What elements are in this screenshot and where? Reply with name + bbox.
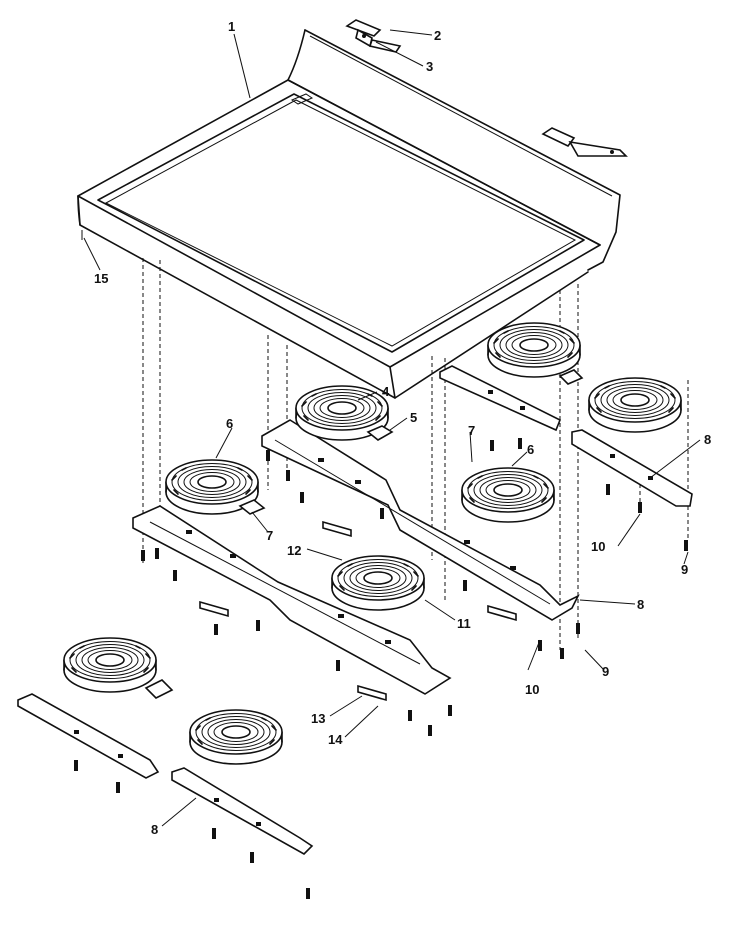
callout-14: 14: [328, 732, 343, 747]
callout-2: 2: [434, 28, 441, 43]
clip-mid: [322, 521, 352, 537]
callout-7a: 7: [266, 528, 273, 543]
callout-10a: 10: [591, 539, 605, 554]
callout-9b: 9: [602, 664, 609, 679]
burner-lower-left: [63, 637, 157, 693]
callout-4: 4: [382, 384, 390, 399]
callouts: 1 2 3 4 5 6 6 7 7 8 8 8 9 9 10 10 11 12 …: [94, 19, 711, 837]
burner-bracket-lower-mid: [171, 767, 314, 855]
clip-left: [199, 601, 229, 617]
callout-3: 3: [426, 59, 433, 74]
terminal-blocks: [144, 369, 584, 699]
burner-bracket-lower-left: [17, 693, 160, 779]
callout-6b: 6: [527, 442, 534, 457]
burner-right-mid: [461, 467, 555, 523]
callout-8b: 8: [637, 597, 644, 612]
support-bracket-right: [261, 419, 580, 621]
burner-lower-mid: [189, 709, 283, 765]
callout-1: 1: [228, 19, 235, 34]
burner-bracket-rear-right: [439, 365, 562, 432]
clip-front: [357, 685, 387, 701]
clip-right: [487, 605, 517, 621]
callout-11: 11: [457, 616, 471, 631]
callout-13: 13: [311, 711, 325, 726]
burner-bracket-far-right: [571, 429, 693, 507]
callout-8a: 8: [704, 432, 711, 447]
callout-12: 12: [287, 543, 301, 558]
support-bracket-center: [132, 505, 452, 695]
callout-10b: 10: [525, 682, 539, 697]
hinge-bracket-left: [345, 19, 402, 53]
burner-rear-right: [487, 322, 581, 378]
callout-9a: 9: [681, 562, 688, 577]
callout-5: 5: [410, 410, 417, 425]
callout-8c: 8: [151, 822, 158, 837]
burner-far-right: [588, 377, 682, 433]
hinge-bracket-right: [541, 127, 628, 157]
callout-6a: 6: [226, 416, 233, 431]
callout-15: 15: [94, 271, 108, 286]
cooktop-frame: [77, 29, 621, 399]
leader-lines: [83, 29, 701, 827]
burner-center-front: [331, 555, 425, 611]
callout-7b: 7: [468, 423, 475, 438]
